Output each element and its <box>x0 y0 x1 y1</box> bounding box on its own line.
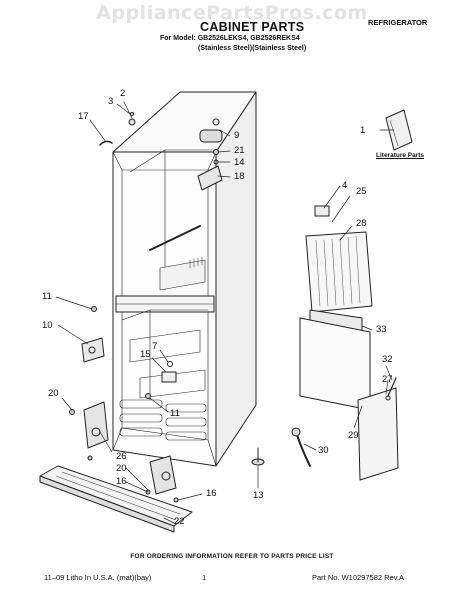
callout-32: 32 <box>382 354 393 365</box>
callout-4: 4 <box>342 180 348 191</box>
callout-9: 9 <box>234 130 240 141</box>
callout-30: 30 <box>318 445 329 456</box>
callout-11-lower: 11 <box>170 408 180 419</box>
callout-7: 7 <box>152 341 158 352</box>
callout-16-right: 16 <box>206 488 217 499</box>
callout-26: 26 <box>116 451 127 462</box>
callout-3: 3 <box>108 96 114 107</box>
callout-2: 2 <box>120 88 126 99</box>
leveling-parts <box>251 427 311 467</box>
part-number: Part No. W10297582 Rev.A <box>312 573 404 582</box>
finish-line: (Stainless Steel)(Stainless Steel) <box>198 45 307 52</box>
callout-16-left: 16 <box>116 476 127 487</box>
callout-21: 21 <box>234 145 245 156</box>
top-hinge-parts <box>99 112 223 191</box>
litho-note: 11–09 Litho In U.S.A. (mat)(bay) <box>44 573 152 582</box>
callout-25: 25 <box>356 186 367 197</box>
callout-14: 14 <box>234 157 245 168</box>
callout-22: 22 <box>174 516 185 527</box>
callout-15: 15 <box>140 349 151 360</box>
callout-20-upper: 20 <box>48 388 59 399</box>
appliance-type: REFRIGERATOR <box>368 18 428 27</box>
page-number: 1 <box>202 573 207 582</box>
callout-27: 27 <box>382 374 393 385</box>
callout-33: 33 <box>376 324 387 335</box>
callout-10: 10 <box>42 320 53 331</box>
callout-11-upper: 11 <box>42 291 52 302</box>
callout-20-lower: 20 <box>116 463 127 474</box>
callout-18: 18 <box>234 171 245 182</box>
literature-parts-label: Literature Parts <box>376 152 425 159</box>
page-title: CABINET PARTS <box>200 20 305 34</box>
callout-28: 28 <box>356 218 367 229</box>
ordering-note: FOR ORDERING INFORMATION REFER TO PARTS … <box>130 553 334 560</box>
callout-17: 17 <box>78 111 89 122</box>
callout-1: 1 <box>360 125 366 136</box>
model-line: For Model: GB2526LEKS4, GB2526REKS4 <box>160 35 300 42</box>
callout-29: 29 <box>348 430 359 441</box>
literature-booklet <box>385 109 413 151</box>
lower-left-parts <box>69 306 179 503</box>
rear-panels <box>299 205 399 481</box>
callout-13: 13 <box>253 490 264 501</box>
watermark: AppliancePartsPros.com <box>96 2 368 24</box>
base-grille <box>39 465 193 533</box>
leader-lines <box>55 101 395 525</box>
